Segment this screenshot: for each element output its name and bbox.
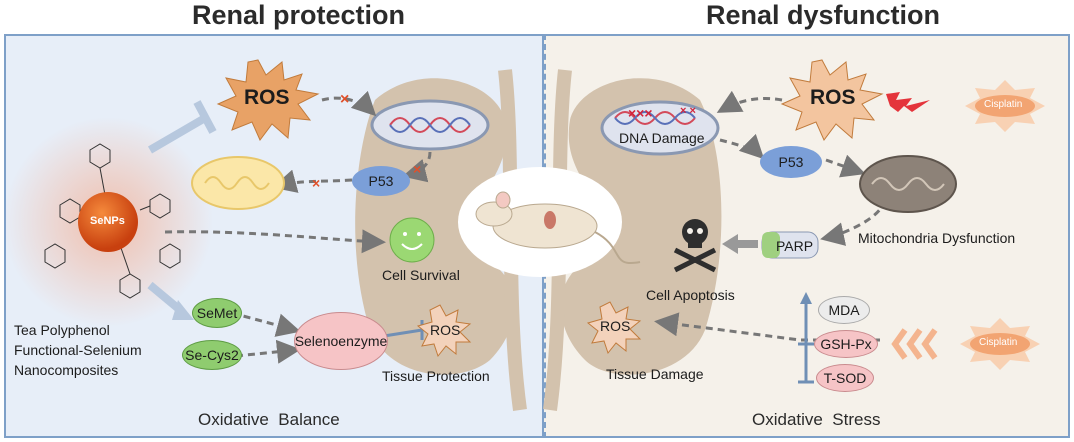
- inhibit-arrow-ros: [147, 114, 208, 154]
- nano-line-2: Functional-Selenium: [14, 342, 142, 358]
- footer-left: Oxidative Balance: [198, 410, 340, 429]
- parp-label: PARP: [776, 238, 814, 254]
- dna-damage-label: DNA Damage: [619, 130, 705, 146]
- chevrons-icon: [891, 328, 938, 360]
- cell-apoptosis-label: Cell Apoptosis: [646, 287, 735, 303]
- ros-burst-small-left: [416, 304, 472, 358]
- nano-line-3: Nanocomposites: [14, 362, 119, 378]
- nano-line-1: Tea Polyphenol: [14, 322, 110, 338]
- svg-text:×: ×: [413, 161, 421, 177]
- title-renal-dysfunction: Renal dysfunction: [706, 0, 941, 30]
- ros-small-label-left: ROS: [430, 322, 461, 338]
- cisplatin-label-bottom: Cisplatin: [979, 337, 1018, 348]
- ros-burst-right: [780, 59, 884, 141]
- svg-text:×: ×: [312, 175, 320, 191]
- tissue-protection-label: Tissue Protection: [382, 368, 490, 384]
- arrow-dna-p53-left: [402, 151, 432, 183]
- tissue-damage-label: Tissue Damage: [606, 366, 704, 382]
- arrow-dna-p53-right: [719, 133, 765, 160]
- senps-label: SeNPs: [90, 215, 125, 227]
- dna-nucleus-right: [600, 100, 720, 156]
- ros-small-label-right: ROS: [600, 318, 631, 334]
- inhibit-seleno-ros: [383, 328, 423, 338]
- p53-left: P53: [352, 166, 410, 196]
- ros-label-left: ROS: [244, 86, 290, 109]
- mda-pill: MDA: [818, 296, 870, 324]
- ros-burst-left: [216, 59, 320, 141]
- arrow-senps-survival: [164, 229, 386, 254]
- tsod-pill: T-SOD: [816, 364, 874, 392]
- svg-text:×: ×: [340, 91, 349, 108]
- title-renal-protection: Renal protection: [192, 0, 406, 30]
- arrow-to-semet: [147, 281, 183, 314]
- cisplatin-label-top: Cisplatin: [984, 99, 1023, 110]
- arrow-semet-seleno: [231, 311, 301, 337]
- p53-right: P53: [760, 146, 822, 178]
- svg-text:×××: ×××: [628, 105, 653, 121]
- mouse-kidney: [544, 211, 556, 229]
- secys2-pill: Se-Cys2: [182, 340, 242, 370]
- selenoenzyme-ellipse: Selenoenzyme: [294, 312, 388, 370]
- svg-text:× ×: × ×: [680, 105, 696, 117]
- skull-icon: [673, 219, 717, 273]
- mito-dysfunction-label: Mitochondria Dysfunction: [858, 230, 1016, 246]
- left-kidney: [355, 78, 514, 375]
- lightning-icon: [886, 92, 930, 112]
- smiley-icon: [389, 217, 435, 263]
- arrow-to-semet-head: [172, 300, 194, 320]
- mouse-tail: [594, 231, 641, 265]
- mouse-ear: [495, 191, 511, 209]
- senps-particle: [78, 192, 138, 252]
- ros-burst-small-right: [586, 301, 642, 355]
- arrow-ros-dna-left: [321, 90, 377, 117]
- arrow-secys-seleno: [235, 339, 301, 364]
- inhibit-bar-ros: [193, 100, 217, 134]
- gshpx-pill: GSH-Px: [814, 330, 878, 358]
- semet-pill: SeMet: [192, 298, 242, 328]
- arrow-p53-mito-right: [825, 154, 866, 178]
- arrow-p53-mito-left: [272, 169, 353, 193]
- cell-survival-label: Cell Survival: [382, 267, 460, 283]
- arrow-ros-dna-right: [716, 90, 783, 113]
- ros-label-right: ROS: [810, 86, 856, 109]
- footer-right: Oxidative Stress: [752, 410, 881, 429]
